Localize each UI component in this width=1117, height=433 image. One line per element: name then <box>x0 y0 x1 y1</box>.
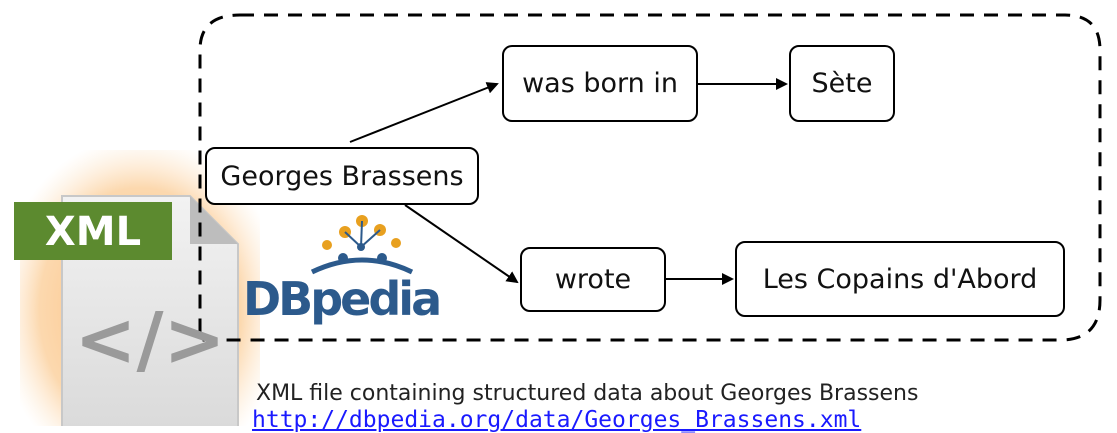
xml-label-badge <box>14 202 172 260</box>
node-sete-label: Sète <box>811 68 873 99</box>
node-was-born-in-label: was born in <box>522 68 678 99</box>
node-georges-brassens-label: Georges Brassens <box>220 160 464 192</box>
node-les-copains-dabord: Les Copains d'Abord <box>735 241 1065 317</box>
edge-subject-to-born <box>349 82 499 143</box>
node-wrote: wrote <box>520 247 666 312</box>
xml-label: XML <box>45 209 141 255</box>
code-glyph: </> <box>74 297 225 383</box>
caption-text: XML file containing structured data abou… <box>256 381 919 406</box>
xml-file-fold <box>190 196 238 244</box>
dbpedia-logo-text: DBpedia <box>243 272 442 326</box>
node-wrote-label: wrote <box>554 264 632 295</box>
xml-url-link[interactable]: http://dbpedia.org/data/Georges_Brassens… <box>252 407 862 433</box>
node-was-born-in: was born in <box>502 45 698 122</box>
node-les-copains-dabord-label: Les Copains d'Abord <box>762 263 1038 295</box>
xml-file-icon <box>14 150 260 426</box>
node-georges-brassens: Georges Brassens <box>205 147 479 205</box>
node-sete: Sète <box>789 45 895 122</box>
dbpedia-logo-graphic <box>310 215 414 275</box>
edge-subject-to-wrote <box>404 204 519 284</box>
